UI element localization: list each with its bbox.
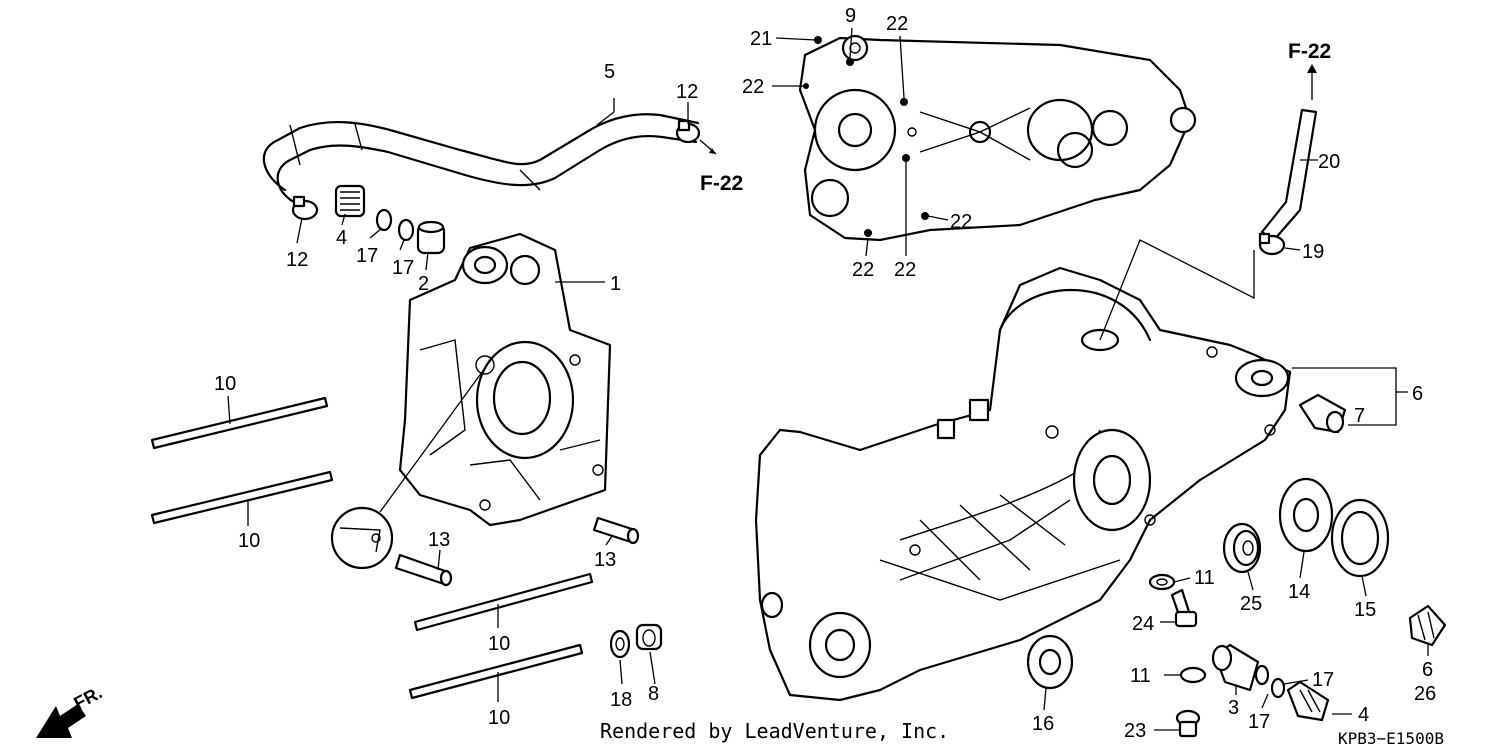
o-ring[interactable] xyxy=(375,208,393,232)
bolt-marker xyxy=(846,58,854,66)
bolt-marker xyxy=(814,36,822,44)
bolt[interactable] xyxy=(1175,709,1201,738)
stud-bolt[interactable] xyxy=(408,643,584,700)
callout-10: 10 xyxy=(488,707,510,729)
callout-9: 9 xyxy=(845,5,856,27)
callout-4: 4 xyxy=(1358,704,1369,726)
callout-6: 6 xyxy=(1422,659,1433,681)
front-direction-arrow-icon xyxy=(36,704,86,738)
callout-15: 15 xyxy=(1354,599,1376,621)
callout-5: 5 xyxy=(604,61,615,83)
collar[interactable] xyxy=(635,623,663,651)
reference-label: F-22 xyxy=(700,172,743,195)
o-ring[interactable] xyxy=(1270,677,1286,699)
needle-bearing[interactable] xyxy=(1408,604,1447,647)
callout-13: 13 xyxy=(428,529,450,551)
callout-6: 6 xyxy=(1412,383,1423,405)
bolt-marker xyxy=(902,154,910,162)
callout-12: 12 xyxy=(676,81,698,103)
tube-clamp[interactable] xyxy=(1258,232,1286,256)
washer[interactable] xyxy=(1148,573,1176,591)
collar[interactable] xyxy=(1298,393,1347,434)
hose-clamp[interactable] xyxy=(291,195,319,221)
callout-8: 8 xyxy=(648,683,659,705)
arrow-icon xyxy=(1307,64,1317,100)
callout-2: 2 xyxy=(418,273,429,295)
breather-joint[interactable] xyxy=(1286,680,1330,722)
joint[interactable] xyxy=(1211,643,1260,692)
callout-17: 17 xyxy=(1312,669,1334,691)
washer[interactable] xyxy=(609,629,631,659)
callouts: 5 12 12 4 17 17 2 1 10 10 10 10 13 13 18… xyxy=(214,5,1436,742)
tube[interactable] xyxy=(1260,108,1318,242)
callout-3: 3 xyxy=(1228,697,1239,719)
callout-22: 22 xyxy=(894,259,916,281)
callout-7: 7 xyxy=(1354,405,1365,427)
oil-seal[interactable] xyxy=(1278,477,1334,553)
right-crankcase[interactable] xyxy=(398,232,612,527)
o-ring[interactable] xyxy=(1254,664,1270,686)
callout-13: 13 xyxy=(594,549,616,571)
breather-hose[interactable] xyxy=(262,113,700,207)
bolt-marker xyxy=(803,83,809,89)
credit-text: Rendered by LeadVenture, Inc. xyxy=(600,719,949,743)
bolt-marker xyxy=(921,212,929,220)
callout-24: 24 xyxy=(1132,613,1154,635)
callout-18: 18 xyxy=(610,689,632,711)
left-crankcase[interactable] xyxy=(754,266,1292,702)
washer[interactable] xyxy=(1179,666,1207,684)
bolt-marker xyxy=(864,229,872,237)
callout-11: 11 xyxy=(1194,567,1215,589)
callout-21: 21 xyxy=(750,28,772,50)
collar[interactable] xyxy=(416,220,446,255)
bolt[interactable] xyxy=(1170,588,1198,628)
callout-20: 20 xyxy=(1318,151,1340,173)
callout-11: 11 xyxy=(1130,665,1151,687)
callout-1: 1 xyxy=(610,273,621,295)
callout-10: 10 xyxy=(238,530,260,552)
callout-22: 22 xyxy=(950,211,972,233)
dowel-pin[interactable] xyxy=(394,553,453,587)
callout-10: 10 xyxy=(214,373,236,395)
stud-bolt[interactable] xyxy=(150,470,334,525)
left-crankcase-cover[interactable] xyxy=(798,34,1197,242)
stud-bolt[interactable] xyxy=(413,572,594,632)
bearing[interactable] xyxy=(1222,522,1262,574)
callout-10: 10 xyxy=(488,633,510,655)
callout-22: 22 xyxy=(886,13,908,35)
callout-19: 19 xyxy=(1302,241,1324,263)
oil-seal[interactable] xyxy=(1026,634,1074,690)
callout-14: 14 xyxy=(1288,581,1310,603)
bolt-marker xyxy=(900,98,908,106)
arrow-icon xyxy=(699,139,717,155)
callout-17: 17 xyxy=(392,257,414,279)
callout-26: 26 xyxy=(1414,683,1436,705)
callout-22: 22 xyxy=(742,76,764,98)
oil-seal[interactable] xyxy=(1330,498,1390,578)
callout-17: 17 xyxy=(1248,711,1270,733)
dowel-pin[interactable] xyxy=(592,516,640,545)
detail-magnifier xyxy=(330,367,486,570)
o-ring[interactable] xyxy=(397,218,415,242)
breather-joint[interactable] xyxy=(334,184,366,218)
callout-12: 12 xyxy=(286,249,308,271)
hose-clamp[interactable] xyxy=(675,119,701,144)
reference-label: F-22 xyxy=(1288,40,1331,63)
leader-lines xyxy=(227,27,1429,731)
callout-22: 22 xyxy=(852,259,874,281)
callout-23: 23 xyxy=(1124,720,1146,742)
callout-4: 4 xyxy=(336,227,347,249)
callout-16: 16 xyxy=(1032,713,1054,735)
callout-25: 25 xyxy=(1240,593,1262,615)
diagram-code: KPB3−E1500B xyxy=(1338,729,1444,748)
stud-bolt[interactable] xyxy=(150,396,329,450)
callout-17: 17 xyxy=(356,245,378,267)
